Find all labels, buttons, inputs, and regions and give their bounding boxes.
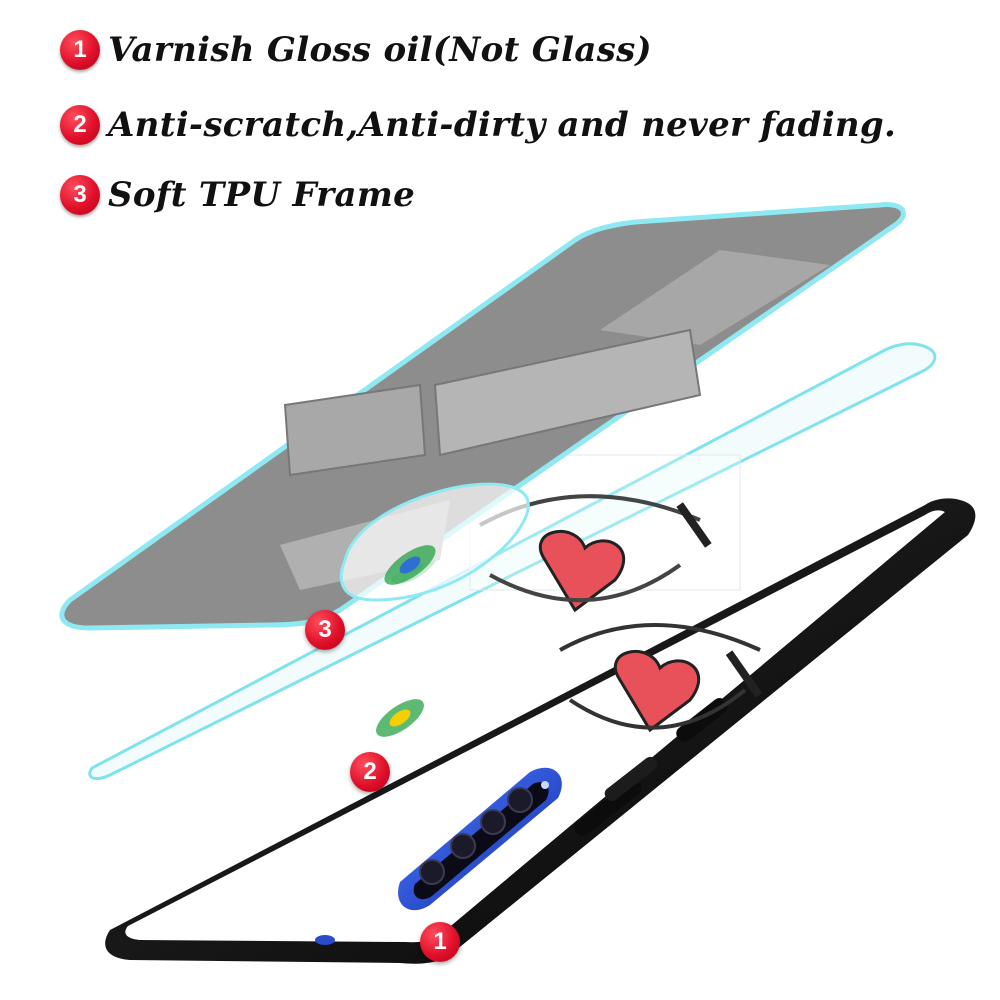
feature-1: 1 Varnish Gloss oil(Not Glass) bbox=[60, 30, 652, 70]
side-button bbox=[574, 779, 642, 837]
camera-lens bbox=[480, 809, 506, 835]
callout-badge-2: 2 bbox=[350, 752, 390, 792]
callout-badge-3: 3 bbox=[305, 610, 345, 650]
flash-icon bbox=[541, 781, 549, 789]
feature-number-badge: 1 bbox=[60, 30, 100, 70]
case-artwork bbox=[376, 623, 763, 737]
port-hole bbox=[315, 935, 335, 945]
side-button bbox=[604, 756, 658, 802]
feature-text: Anti-scratch,Anti-dirty and never fading… bbox=[108, 105, 897, 145]
camera-module bbox=[398, 767, 562, 911]
varnish-layer bbox=[88, 342, 937, 780]
camera-lens bbox=[419, 859, 445, 885]
tpu-frame-case bbox=[105, 498, 976, 964]
feature-number-badge: 3 bbox=[60, 175, 100, 215]
camera-lens bbox=[507, 787, 533, 813]
feature-2: 2 Anti-scratch,Anti-dirty and never fadi… bbox=[60, 105, 896, 145]
feature-3: 3 Soft TPU Frame bbox=[60, 175, 415, 215]
feature-text: Soft TPU Frame bbox=[108, 175, 416, 215]
callout-badge-1: 1 bbox=[420, 922, 460, 962]
camera-lens bbox=[450, 833, 476, 859]
feature-number-badge: 2 bbox=[60, 105, 100, 145]
feature-text: Varnish Gloss oil(Not Glass) bbox=[108, 30, 652, 70]
gloss-top-layer bbox=[59, 202, 906, 631]
